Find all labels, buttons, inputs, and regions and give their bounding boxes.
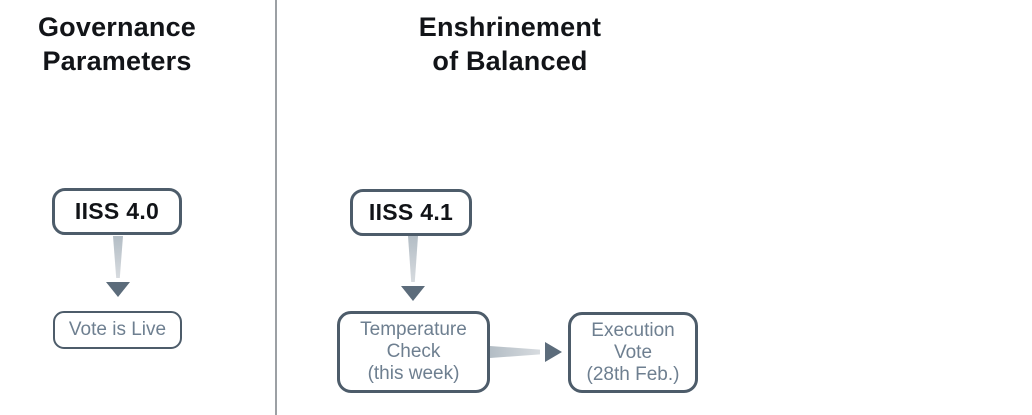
exec-vote-line1: Execution xyxy=(591,319,675,341)
down-arrow-iiss40-to-vote xyxy=(105,236,131,297)
node-temperature-check: Temperature Check (this week) xyxy=(337,311,490,393)
arrow-head-icon xyxy=(545,342,562,362)
temp-check-line2: Check xyxy=(386,341,441,362)
node-vote-is-live: Vote is Live xyxy=(53,311,182,349)
node-iiss-4-1-label: IISS 4.1 xyxy=(368,199,454,225)
node-execution-vote: Execution Vote (28th Feb.) xyxy=(568,312,698,393)
exec-vote-line3: (28th Feb.) xyxy=(586,363,680,385)
node-iiss-4-0: IISS 4.0 xyxy=(52,188,182,235)
node-vote-is-live-label: Vote is Live xyxy=(68,319,167,340)
temp-check-line1: Temperature xyxy=(360,319,467,340)
node-iiss-4-1: IISS 4.1 xyxy=(350,189,472,236)
arrow-head-icon xyxy=(401,286,425,301)
right-heading-line1: Enshrinement xyxy=(418,12,602,42)
down-arrow-iiss41-to-temp-check xyxy=(400,236,426,301)
right-column-heading: Enshrinement of Balanced xyxy=(330,10,690,78)
exec-vote-line2: Vote xyxy=(613,341,653,363)
arrow-shaft xyxy=(113,236,123,278)
arrow-head-icon xyxy=(106,282,130,297)
temp-check-line3: (this week) xyxy=(367,363,460,384)
arrow-shaft xyxy=(490,346,540,358)
right-arrow-temp-check-to-exec-vote xyxy=(490,342,562,362)
left-heading-line2: Parameters xyxy=(42,46,192,76)
node-iiss-4-0-label: IISS 4.0 xyxy=(74,198,160,224)
left-heading-line1: Governance xyxy=(37,12,197,42)
arrow-shaft xyxy=(408,236,418,282)
column-divider xyxy=(275,0,277,415)
right-heading-line2: of Balanced xyxy=(432,46,588,76)
left-column-heading: Governance Parameters xyxy=(0,10,234,78)
